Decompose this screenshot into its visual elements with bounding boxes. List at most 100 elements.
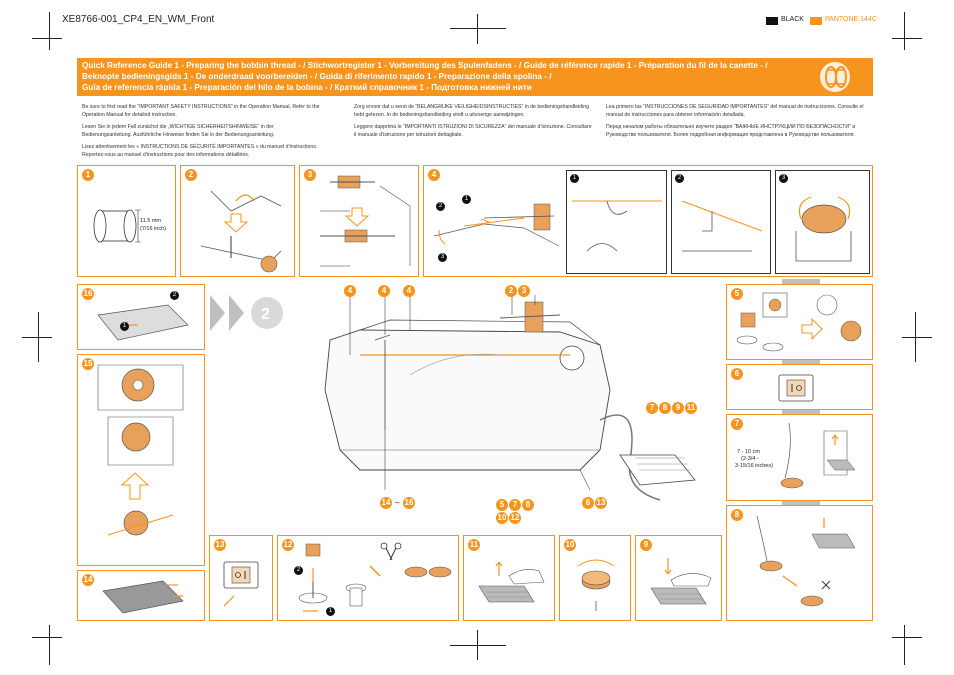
crop-mark xyxy=(22,337,52,338)
crop-mark xyxy=(477,14,478,44)
step-badge: 3 xyxy=(304,169,316,181)
step-4-detail-2: 2 xyxy=(671,170,771,274)
step-9-panel: 9 xyxy=(635,535,722,621)
sewing-machine-icon xyxy=(324,295,696,501)
callout-badge: 9 xyxy=(672,402,684,414)
flow-indicator: 2 xyxy=(210,295,283,331)
step-14-panel: 14 xyxy=(77,570,205,621)
bobbin-cover-illustration xyxy=(97,304,189,341)
crop-mark xyxy=(892,637,922,638)
sewing-machine-diagram xyxy=(300,280,720,530)
thread-length-inch-line2: 3-15/16 inches) xyxy=(735,463,773,469)
step-4-detail-3: 3 xyxy=(775,170,870,274)
flow-arrow xyxy=(782,360,820,365)
step-badge: 11 xyxy=(468,539,480,551)
callout-badge: 16 xyxy=(403,497,415,509)
flow-arrow xyxy=(782,279,820,284)
thread-spool-illustration xyxy=(320,175,411,267)
step-4-detail-1: 1 xyxy=(566,170,667,274)
step-16-panel: 16 2 1 xyxy=(77,284,205,350)
step-2-panel: 2 xyxy=(180,165,295,277)
crop-mark xyxy=(902,337,932,338)
callout-badge: 4 xyxy=(403,285,415,297)
step-12-panel: 12 2 1 xyxy=(277,535,459,621)
crop-mark xyxy=(49,625,50,665)
callout-badge: 8 xyxy=(522,499,534,511)
bobbin-size-inch: (7/16 inch) xyxy=(140,226,166,232)
step-6-panel: 6 xyxy=(726,364,873,410)
banner-line: Beknopte bedieningsgids 1 - De onderdraa… xyxy=(82,72,552,81)
power-off-switch-icon xyxy=(223,561,259,607)
sub-marker: 1 xyxy=(570,174,579,183)
crop-mark xyxy=(892,38,922,39)
step-badge: 6 xyxy=(731,368,743,380)
foot-pedal-press-illustration xyxy=(650,558,712,605)
callout-badge: 5 xyxy=(496,499,508,511)
crop-mark xyxy=(32,38,62,39)
callout-badge: 13 xyxy=(595,497,607,509)
orange-swatch-label: PANTONE 144C xyxy=(825,16,877,23)
crop-mark xyxy=(49,12,50,50)
step-15-panel: 15 xyxy=(77,354,205,566)
callout-badge: 2 xyxy=(505,285,517,297)
step-7-panel: 7 7 - 10 cm (2-3/4 - 3-15/16 inches) xyxy=(726,414,873,501)
bobbin-icon xyxy=(93,209,141,243)
callout-badge: 4 xyxy=(344,285,356,297)
orange-swatch xyxy=(810,17,822,25)
step-badge: 12 xyxy=(282,539,294,551)
bobbin-insert-illustration xyxy=(97,364,184,536)
callout-badge: 12 xyxy=(509,512,521,524)
flow-arrow xyxy=(782,410,820,415)
callout-badge: 7 xyxy=(646,402,658,414)
banner-title: Quick Reference Guide 1 - Preparing the … xyxy=(82,60,782,93)
title-banner xyxy=(77,58,873,96)
thread-guide-detail xyxy=(681,200,763,252)
thread-hook-illustration xyxy=(572,200,662,252)
thread-guide-illustration xyxy=(433,203,560,247)
foot-pedal-release-illustration xyxy=(478,561,545,603)
step-badge: 2 xyxy=(185,169,197,181)
foot-pedal-trim-illustration xyxy=(756,515,856,607)
bobbin-stop-illustration xyxy=(577,559,615,611)
step-5-panel: 5 xyxy=(726,284,873,360)
step-badge: 13 xyxy=(214,539,226,551)
crop-mark xyxy=(450,28,506,29)
power-switch-icon xyxy=(778,374,814,402)
bobbin-winder-illustration xyxy=(736,292,862,352)
callout-badge: 10 xyxy=(496,512,508,524)
step-badge: 9 xyxy=(640,539,652,551)
banner-line: Guía de referencia rápida 1 - Preparació… xyxy=(82,83,532,92)
callout-badge: 8 xyxy=(659,402,671,414)
intro-paragraph: Leggere dapprima le “IMPORTANTI ISTRUZIO… xyxy=(354,124,592,138)
spool-pin-illustration xyxy=(200,190,282,273)
sub-marker: 1 xyxy=(326,607,335,616)
banner-line: Quick Reference Guide 1 - Preparing the … xyxy=(82,61,768,70)
step-badge: 8 xyxy=(731,509,743,521)
svg-text:2: 2 xyxy=(261,306,270,323)
step-8-panel: 8 xyxy=(726,505,873,621)
crop-mark xyxy=(904,625,905,665)
callout-badge: 4 xyxy=(378,285,390,297)
callout-badge: 11 xyxy=(685,402,697,414)
crop-mark xyxy=(904,12,905,50)
step-3-panel: 3 xyxy=(299,165,419,277)
crop-mark xyxy=(450,645,506,646)
crop-mark xyxy=(38,312,39,362)
thread-length-cm: 7 - 10 cm xyxy=(737,449,760,455)
sub-marker: 2 xyxy=(294,566,303,575)
sub-marker: 1 xyxy=(120,322,129,331)
step-1-panel: 1 11.5 mm (7/16 inch) xyxy=(77,165,176,277)
black-swatch xyxy=(766,17,778,25)
bobbin-logo-icon xyxy=(820,62,850,92)
intro-column: Be sure to first read the “IMPORTANT SAF… xyxy=(82,104,322,165)
intro-paragraph: Перед началом работы обязательно изучите… xyxy=(606,124,856,138)
step-badge: 16 xyxy=(82,288,94,300)
intro-paragraph: Lea primero las “INSTRUCCIONES DE SEGURI… xyxy=(606,104,864,118)
callout-badge: 7 xyxy=(509,499,521,511)
crop-mark xyxy=(32,637,62,638)
sub-marker: 2 xyxy=(436,202,445,211)
intro-column: Zorg ervoor dat u eerst de “BELANGRIJKE … xyxy=(354,104,594,144)
bobbin-size-mm: 11.5 mm xyxy=(140,218,161,224)
callout-badge: 14 xyxy=(380,497,392,509)
document-id: XE8766-001_CP4_EN_WM_Front xyxy=(62,14,215,25)
